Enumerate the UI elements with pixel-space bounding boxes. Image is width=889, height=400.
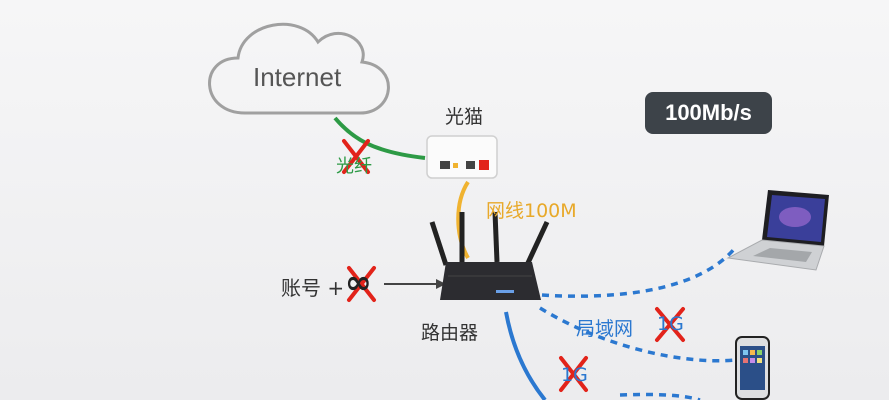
optical-modem bbox=[426, 135, 498, 179]
speed-badge: 100Mb/s bbox=[645, 92, 772, 134]
account-arrow bbox=[384, 279, 446, 289]
infinity-symbol: ∞ bbox=[345, 263, 372, 301]
internet-label: Internet bbox=[253, 62, 342, 92]
router-device bbox=[429, 211, 550, 300]
lan-link-bottom bbox=[619, 392, 701, 400]
phone-device bbox=[735, 336, 770, 400]
internet-cloud-shape bbox=[208, 22, 390, 115]
router-label: 路由器 bbox=[421, 322, 479, 344]
lan-link-phone bbox=[539, 306, 736, 363]
lan-link-laptop bbox=[541, 246, 737, 298]
laptop-device bbox=[726, 190, 829, 271]
lan-label: 局域网 bbox=[576, 318, 634, 340]
wired-speed-label: 1G bbox=[561, 364, 588, 386]
wired-link bbox=[504, 311, 547, 400]
fiber-cross-icon bbox=[342, 139, 370, 174]
cable-label: 网线100M bbox=[486, 200, 577, 222]
account-cross-icon bbox=[347, 266, 376, 302]
wired-speed-cross-icon bbox=[559, 356, 588, 392]
lan-speed-cross-icon bbox=[655, 307, 685, 342]
account-label: 账号 + bbox=[281, 276, 345, 300]
lan-speed-label: 1G bbox=[657, 313, 684, 335]
modem-label: 光猫 bbox=[445, 106, 484, 128]
fiber-label: 光纤 bbox=[336, 156, 372, 177]
